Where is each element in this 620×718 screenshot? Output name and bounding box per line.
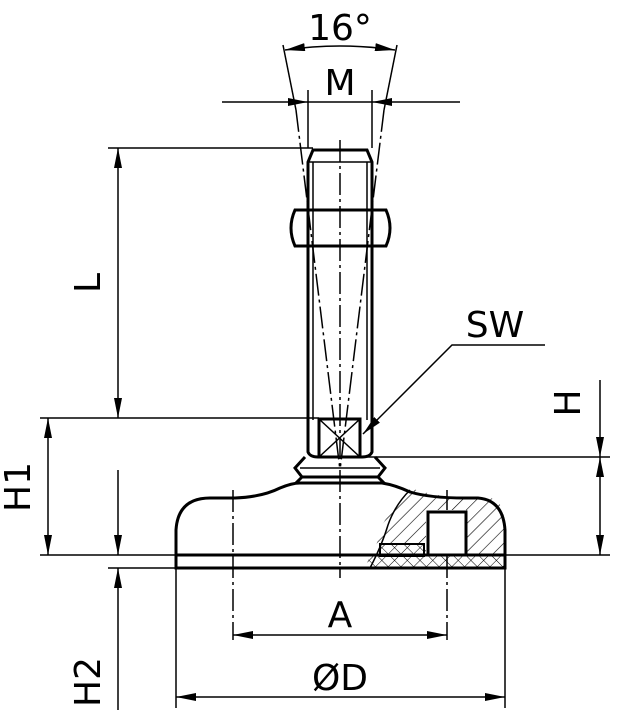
hole-spacing-label: A	[328, 595, 353, 636]
height2-label: H2	[68, 657, 109, 707]
base-plate	[174, 481, 507, 570]
thread-label: M	[324, 63, 355, 104]
wrench-size-label: SW	[466, 305, 524, 346]
hex-nut	[289, 208, 392, 248]
dimension-lines	[44, 43, 604, 710]
angle-label: 16°	[308, 8, 372, 49]
extension-lines	[40, 44, 610, 708]
height-label: H	[548, 389, 589, 416]
center-lines	[232, 109, 448, 640]
diameter-label: ØD	[312, 658, 368, 699]
wrench-flat	[317, 417, 362, 459]
length-label: L	[68, 273, 109, 293]
height1-label: H1	[0, 462, 39, 512]
